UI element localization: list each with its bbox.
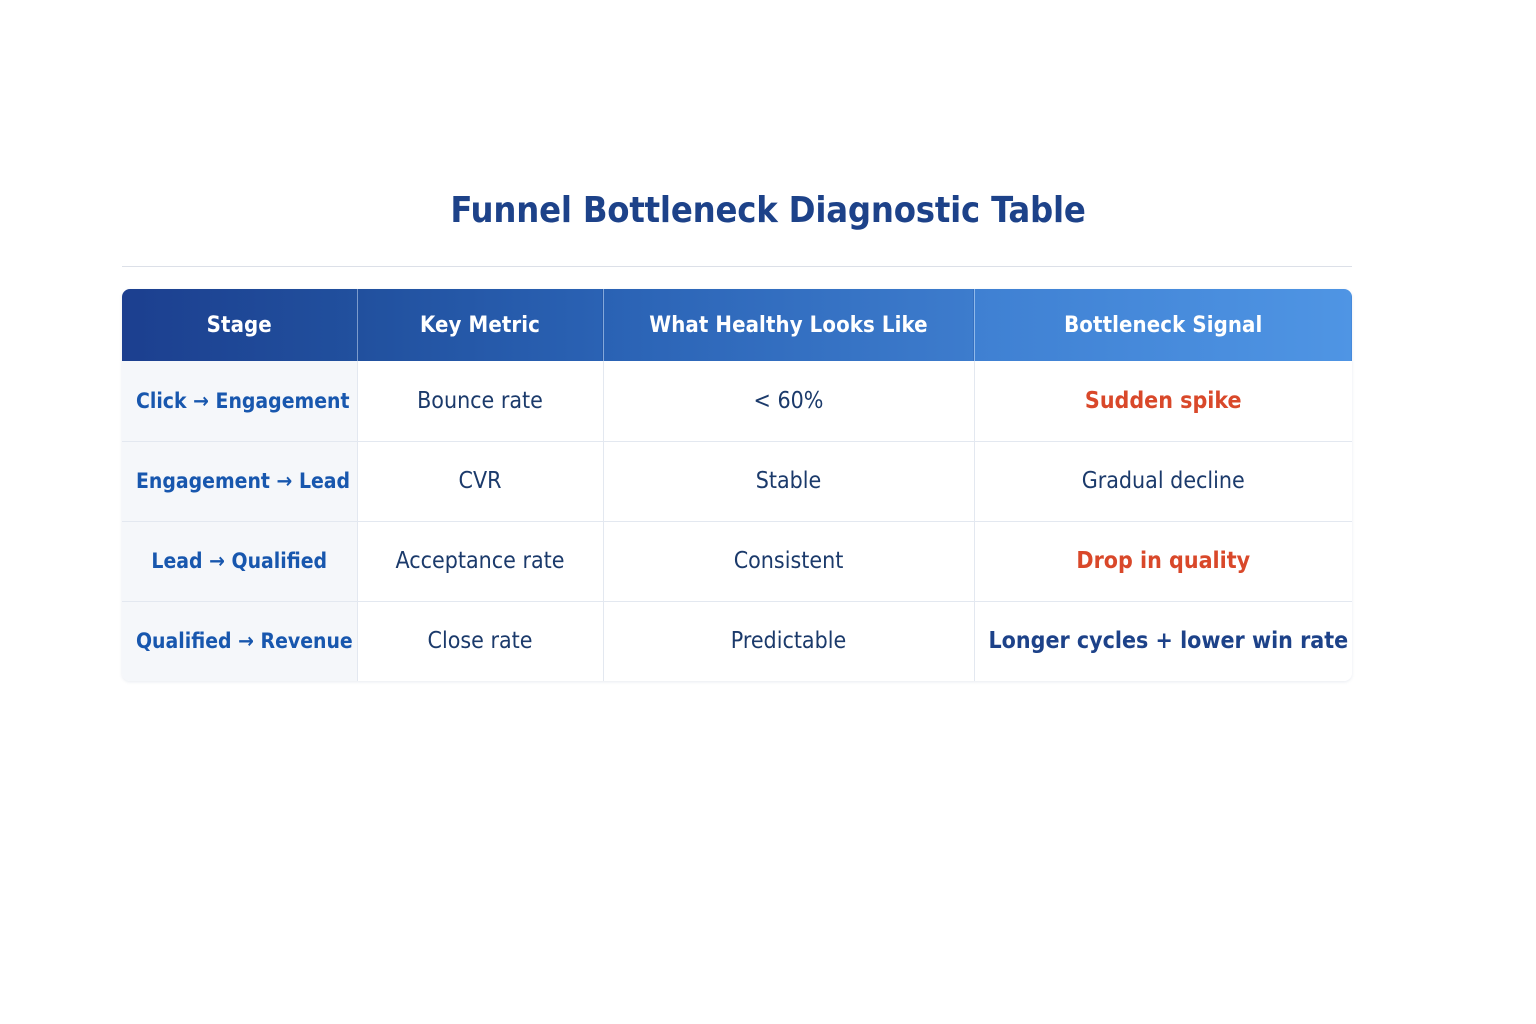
table-row: Click → Engagement Bounce rate < 60% Sud…: [122, 361, 1352, 442]
cell-healthy: Stable: [603, 441, 975, 522]
cell-stage: Engagement → Lead: [122, 441, 358, 522]
cell-key-metric: CVR: [357, 441, 604, 522]
page-title: Funnel Bottleneck Diagnostic Table: [450, 190, 1086, 231]
title-divider: [122, 266, 1352, 267]
cell-bottleneck-signal: Longer cycles + lower win rate: [974, 601, 1352, 681]
table-row: Lead → Qualified Acceptance rate Consist…: [122, 521, 1352, 602]
cell-healthy: < 60%: [603, 361, 975, 442]
table-row: Engagement → Lead CVR Stable Gradual dec…: [122, 441, 1352, 522]
cell-bottleneck-signal: Gradual decline: [974, 441, 1352, 522]
cell-bottleneck-signal: Drop in quality: [974, 521, 1352, 602]
diagnostic-table-container: Stage Key Metric What Healthy Looks Like…: [122, 289, 1352, 681]
cell-key-metric: Bounce rate: [357, 361, 604, 442]
column-header-what-healthy-looks-like[interactable]: What Healthy Looks Like: [603, 289, 975, 361]
table-header: Stage Key Metric What Healthy Looks Like…: [122, 289, 1352, 361]
table-row: Qualified → Revenue Close rate Predictab…: [122, 601, 1352, 681]
cell-stage: Qualified → Revenue: [122, 601, 358, 681]
cell-healthy: Predictable: [603, 601, 975, 681]
cell-healthy: Consistent: [603, 521, 975, 602]
cell-stage: Click → Engagement: [122, 361, 358, 442]
cell-stage: Lead → Qualified: [122, 521, 358, 602]
cell-bottleneck-signal: Sudden spike: [974, 361, 1352, 442]
cell-key-metric: Acceptance rate: [357, 521, 604, 602]
table-header-row: Stage Key Metric What Healthy Looks Like…: [122, 289, 1352, 361]
table-body: Click → Engagement Bounce rate < 60% Sud…: [122, 361, 1352, 681]
cell-key-metric: Close rate: [357, 601, 604, 681]
column-header-stage[interactable]: Stage: [122, 289, 358, 361]
column-header-bottleneck-signal[interactable]: Bottleneck Signal: [974, 289, 1352, 361]
funnel-bottleneck-table: Stage Key Metric What Healthy Looks Like…: [122, 289, 1352, 681]
column-header-key-metric[interactable]: Key Metric: [357, 289, 604, 361]
